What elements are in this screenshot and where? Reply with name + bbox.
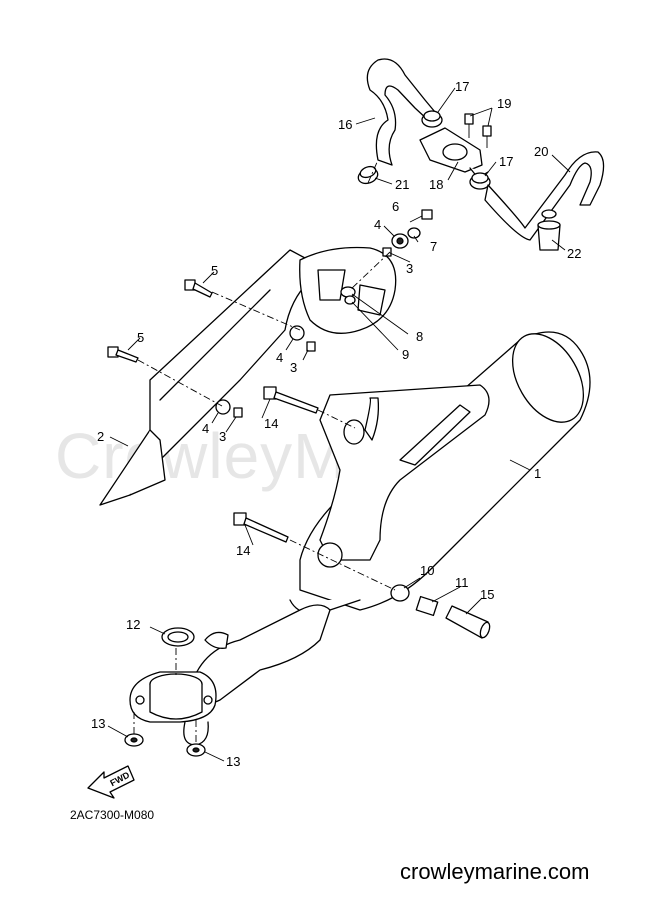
callout-7: 7 <box>430 239 437 254</box>
hose-part-16[interactable] <box>366 58 436 166</box>
air-valve-part-18[interactable] <box>419 127 489 179</box>
callout-10: 10 <box>420 563 434 578</box>
callout-18: 18 <box>429 177 443 192</box>
washer-part-8[interactable] <box>340 286 356 298</box>
collar-part-10[interactable] <box>390 584 410 602</box>
callout-leaders <box>107 87 571 762</box>
collar-part-3-lower[interactable] <box>233 407 243 418</box>
nut-part-13-right[interactable] <box>186 743 206 757</box>
muffler-bracket <box>317 384 490 568</box>
callout-22: 22 <box>567 246 581 261</box>
callout-17: 17 <box>499 154 513 169</box>
callout-5: 5 <box>137 330 144 345</box>
clamp-part-17-lower[interactable] <box>469 172 491 190</box>
callout-3: 3 <box>219 429 226 444</box>
collar-part-3-upper[interactable] <box>382 247 392 257</box>
joint-part-22[interactable] <box>537 209 561 251</box>
forward-direction-arrow: FWD <box>87 765 135 799</box>
callout-11: 11 <box>455 575 469 590</box>
damper-part-15[interactable] <box>445 605 491 639</box>
callout-17: 17 <box>455 79 469 94</box>
bolt-part-6[interactable] <box>409 209 433 223</box>
callout-14: 14 <box>264 416 278 431</box>
grommet-part-4-lower[interactable] <box>215 399 231 415</box>
washer-part-9[interactable] <box>344 295 356 305</box>
footer-url[interactable]: crowleymarine.com <box>400 859 590 884</box>
exhaust-flange <box>129 671 217 746</box>
diagram-code: 2AC7300-M080 <box>70 808 154 822</box>
callouts: 1 2 3 3 3 4 4 4 5 5 6 7 8 9 10 11 12 13 … <box>91 79 581 769</box>
callout-13: 13 <box>91 716 105 731</box>
screw-part-19[interactable] <box>464 113 492 148</box>
callout-12: 12 <box>126 617 140 632</box>
callout-4: 4 <box>202 421 209 436</box>
callout-21: 21 <box>395 177 409 192</box>
grommet-part-4-mid[interactable] <box>289 325 305 341</box>
hose-part-20[interactable] <box>484 151 605 241</box>
bolt-part-5-upper[interactable] <box>184 279 213 298</box>
callout-13: 13 <box>226 754 240 769</box>
bolt-part-14-lower[interactable] <box>233 512 289 543</box>
callout-4: 4 <box>276 350 283 365</box>
bolt-part-14-upper[interactable] <box>263 386 319 414</box>
collar-part-3-mid[interactable] <box>306 341 316 352</box>
clamp-part-17-upper[interactable] <box>421 110 443 128</box>
callout-20: 20 <box>534 144 548 159</box>
exhaust-pipe <box>189 604 331 704</box>
collar-part-11[interactable] <box>415 595 439 617</box>
callout-19: 19 <box>497 96 511 111</box>
bolt-part-5-lower[interactable] <box>107 346 139 363</box>
gasket-part-12[interactable] <box>161 627 195 647</box>
callout-2: 2 <box>97 429 104 444</box>
callout-15: 15 <box>480 587 494 602</box>
washer-part-7[interactable] <box>407 227 421 239</box>
assembly-centerlines <box>133 159 396 745</box>
nut-part-13-left[interactable] <box>124 733 144 747</box>
callout-3: 3 <box>406 261 413 276</box>
callout-8: 8 <box>416 329 423 344</box>
callout-14: 14 <box>236 543 250 558</box>
callout-4: 4 <box>374 217 381 232</box>
grommet-part-4-upper[interactable] <box>391 233 409 249</box>
callout-1: 1 <box>534 466 541 481</box>
callout-5: 5 <box>211 263 218 278</box>
callout-3: 3 <box>290 360 297 375</box>
callout-6: 6 <box>392 199 399 214</box>
callout-16: 16 <box>338 117 352 132</box>
callout-9: 9 <box>402 347 409 362</box>
